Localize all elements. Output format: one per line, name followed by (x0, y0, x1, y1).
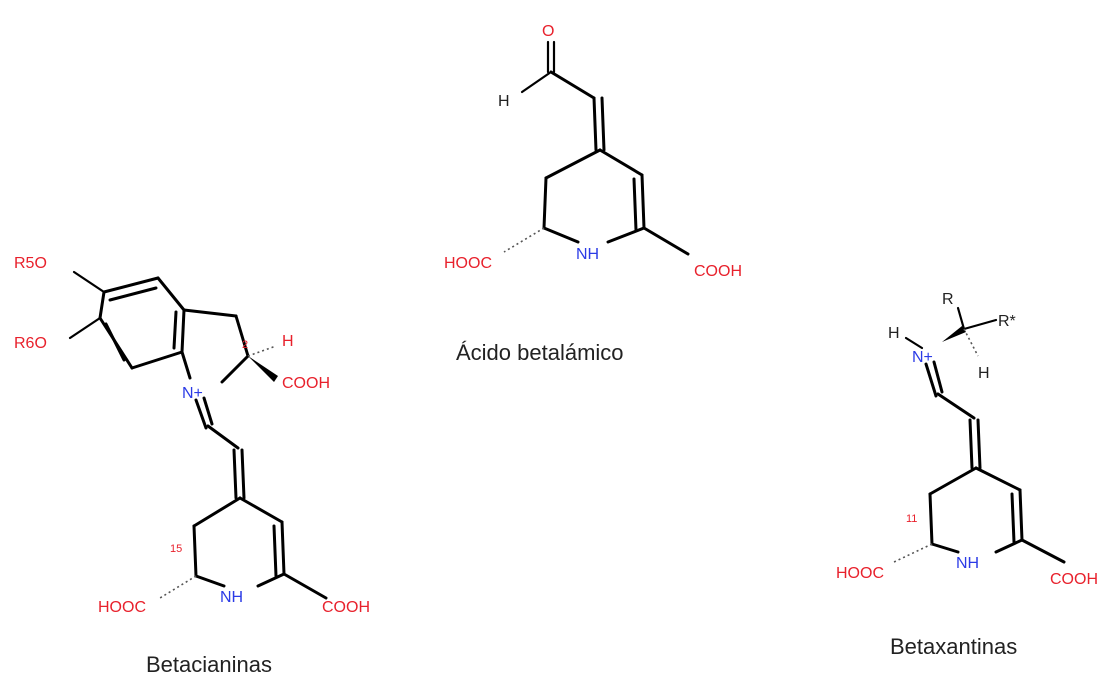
benzene-bond-3 (180, 308, 186, 354)
cooh-bond (642, 226, 690, 256)
locant-15: 15 (170, 543, 182, 555)
betacyanin-structure: R5O R6O N+ 2 H COOH 15 NH HOOC COOH Beta… (14, 255, 370, 677)
betaxanthin-caption: Betaxantinas (890, 634, 1017, 659)
exocyclic-double-a (592, 96, 598, 152)
dhp-bond-6 (238, 496, 284, 524)
indoline-bond-2 (234, 314, 250, 358)
n-h-bond (904, 336, 924, 350)
cooh-bond (282, 572, 328, 600)
betaxanthin-h-left-label: H (888, 325, 900, 342)
betacyanin-cooh-top-label: COOH (282, 375, 330, 392)
betaxanthin-h-right-label: H (978, 365, 990, 382)
ring-bond-2 (542, 176, 548, 230)
ring-bond-3 (542, 226, 580, 244)
r5o-bond (72, 270, 106, 294)
c2-hashed-bond (247, 345, 277, 357)
c-r-bond (956, 306, 966, 331)
chain-bond (936, 392, 976, 420)
benzene-bond-2 (156, 276, 186, 312)
betacyanin-caption: Betacianinas (146, 652, 272, 677)
iminium-double-a (924, 362, 938, 398)
dhp-bond-1 (928, 466, 978, 496)
benzene-bond-1 (102, 276, 160, 294)
betalamic-o-label: O (542, 23, 554, 40)
dhp-bond-4 (256, 572, 286, 588)
dhp-bond-2 (192, 524, 198, 578)
c2-wedge-bond (248, 356, 278, 382)
cooh-bond (1020, 538, 1066, 564)
r-label: R (942, 291, 954, 308)
betaxanthin-structure: R R* H H N+ 11 NH HOOC COOH Betaxantinas (836, 291, 1098, 659)
iminium-double-b (202, 396, 214, 426)
hashed-bond (503, 227, 545, 253)
ring-bond-4 (606, 226, 646, 244)
c11-hashed-bond (893, 543, 933, 563)
betalamic-hooc-label: HOOC (444, 255, 492, 272)
benzene-bond-4 (130, 350, 184, 370)
exocyclic-double-b (600, 96, 606, 152)
chain-bond (206, 424, 240, 450)
r5o-label: R5O (14, 255, 47, 272)
r6o-bond (68, 316, 102, 340)
indoline-bond-4 (180, 350, 192, 380)
n-c-wedge-bond (942, 326, 966, 342)
ring-double-inner (632, 177, 638, 232)
exocyclic-double-a (232, 448, 238, 500)
betacyanin-nh-label: NH (220, 589, 243, 606)
locant-11: 11 (906, 513, 917, 525)
betalamic-cooh-label: COOH (694, 263, 742, 280)
exocyclic-double-b (240, 448, 246, 500)
exocyclic-double-a (968, 418, 974, 470)
dhp-bond-6 (974, 466, 1022, 492)
c-r-star-bond (962, 318, 998, 331)
ring-bond-1 (544, 148, 602, 180)
betalamic-acid-structure: O H NH HOOC COOH Ácido betalámico (444, 23, 742, 365)
betalamic-nh-label: NH (576, 246, 599, 263)
dhp-double-inner (1010, 492, 1016, 544)
betalamic-h-label: H (498, 93, 510, 110)
benzene-double-2 (172, 310, 178, 350)
dhp-double-inner (272, 524, 278, 578)
betacyanin-n-plus-label: N+ (182, 385, 203, 402)
indoline-bond-1 (182, 308, 238, 318)
dhp-bond-5 (1018, 488, 1024, 542)
dhp-bond-4 (994, 538, 1024, 554)
iminium-double-b (932, 360, 944, 394)
iminium-double-a (194, 398, 208, 430)
c15-hashed-bond (159, 575, 197, 599)
c-h-hashed-bond (963, 328, 979, 357)
betaxanthin-nh-label: NH (956, 555, 979, 572)
betacyanin-hooc-label: HOOC (98, 599, 146, 616)
indoline-bond-3 (220, 354, 250, 384)
bond-c-ch (549, 70, 596, 100)
benzene-double-1 (108, 286, 158, 302)
aldehyde-h-bond (520, 70, 553, 94)
exocyclic-double-b (976, 418, 982, 470)
dhp-bond-3 (930, 542, 960, 554)
dhp-bond-2 (928, 492, 934, 546)
ring-bond-5 (640, 173, 646, 230)
betacyanin-h-label: H (282, 333, 294, 350)
dhp-bond-1 (192, 496, 242, 528)
betaxanthin-cooh-label: COOH (1050, 571, 1098, 588)
benzene-bond-6 (98, 290, 106, 320)
locant-2: 2 (242, 339, 248, 351)
betaxanthin-hooc-label: HOOC (836, 565, 884, 582)
betacyanin-cooh-label: COOH (322, 599, 370, 616)
ring-bond-6 (598, 148, 644, 177)
dhp-bond-5 (280, 520, 286, 576)
r6o-label: R6O (14, 335, 47, 352)
betaxanthin-n-plus-label: N+ (912, 349, 933, 366)
benzene-double-3 (104, 322, 126, 362)
r-star-label: R* (998, 313, 1016, 330)
dhp-bond-3 (194, 574, 226, 588)
betalamic-caption: Ácido betalámico (456, 340, 624, 365)
